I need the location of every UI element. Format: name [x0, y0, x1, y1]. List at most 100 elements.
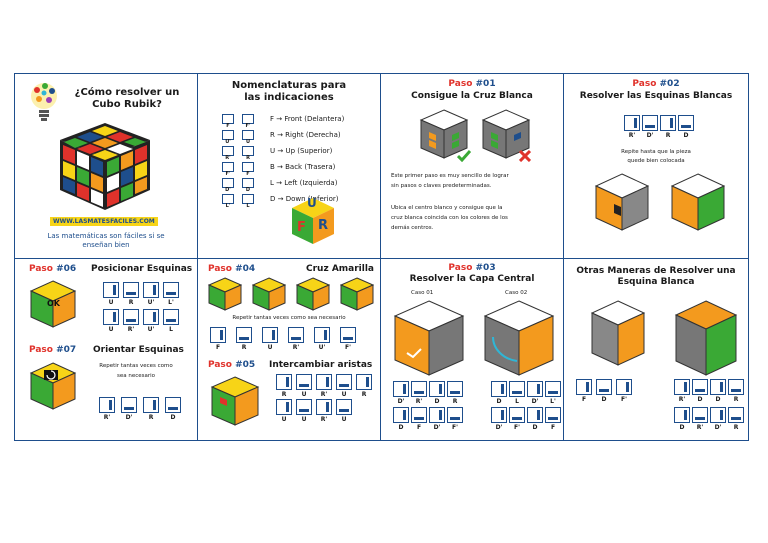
- move-arrow-icon: [99, 397, 115, 413]
- move-label: U': [225, 139, 231, 145]
- divider: [197, 74, 198, 440]
- step-03-label: Paso #03: [448, 263, 496, 273]
- move-label: R': [127, 326, 135, 333]
- move-label: D: [532, 424, 538, 431]
- step-01-text2-line2: cruz blanca coincida con los colores de …: [391, 215, 508, 221]
- other-way-cube-b: [674, 300, 738, 376]
- move-label: D': [531, 398, 539, 405]
- move-arrow-icon: [314, 327, 330, 343]
- move-label: L: [246, 203, 250, 209]
- move-arrow-icon: [222, 146, 234, 156]
- move-arrow-icon: [316, 399, 332, 415]
- yellow-cross-cube: [252, 277, 286, 311]
- step-06-subtitle: Posicionar Esquinas: [91, 264, 193, 274]
- swap-edges-cube: [210, 376, 260, 426]
- tagline-line1: Las matemáticas son fáciles si se: [47, 232, 165, 240]
- move-label: D': [225, 187, 231, 193]
- move-label: D: [398, 424, 404, 431]
- tagline-line2: enseñan bien: [82, 241, 130, 249]
- move-arrow-icon: [692, 379, 708, 395]
- nomenclature-item: F → Front (Delantera): [270, 115, 345, 123]
- move-label: D: [601, 396, 607, 403]
- step-07-subtitle: Orientar Esquinas: [93, 345, 184, 355]
- step-06-label: Paso #06: [29, 264, 77, 274]
- move-label: F': [245, 123, 251, 129]
- move-label: R: [246, 155, 250, 161]
- move-arrow-icon: [242, 178, 254, 188]
- move-arrow-icon: [509, 407, 525, 423]
- move-label: D: [170, 414, 176, 421]
- nomenclature-item: L → Left (Izquierda): [270, 179, 338, 187]
- corner-cube-after: [670, 173, 726, 231]
- other-way-cube-a: [590, 300, 646, 366]
- move-label: L': [168, 299, 174, 306]
- nomenclature-title-line1: Nomenclaturas para: [231, 80, 347, 91]
- rubik-cube-icon: [60, 123, 150, 210]
- move-arrow-icon: [242, 130, 254, 140]
- move-arrow-icon: [616, 379, 632, 395]
- move-arrow-icon: [103, 282, 119, 298]
- intro-title-line1: ¿Cómo resolver un: [74, 87, 180, 98]
- move-label: D: [245, 187, 251, 193]
- move-label: U: [341, 416, 347, 423]
- move-arrow-icon: [143, 397, 159, 413]
- move-label: F: [581, 396, 587, 403]
- move-label: U: [281, 416, 287, 423]
- other-ways-title-line2: Esquina Blanca: [617, 277, 695, 287]
- instruction-sheet: ¿Cómo resolver un Cubo Rubik?: [14, 73, 749, 441]
- step-05-label: Paso #05: [208, 360, 256, 370]
- move-arrow-icon: [491, 407, 507, 423]
- move-arrow-icon: [262, 327, 278, 343]
- move-label: D': [646, 132, 654, 139]
- step-03-subtitle: Resolver la Capa Central: [409, 274, 535, 284]
- divider: [563, 74, 564, 440]
- step-04-05-section: Paso #04 Cruz Amarilla Repetir tantas ve…: [198, 259, 380, 440]
- move-label: F: [246, 171, 250, 177]
- move-label: U: [301, 391, 307, 398]
- move-label: R': [696, 424, 704, 431]
- cross-icon: [519, 150, 531, 162]
- intro-section: ¿Cómo resolver un Cubo Rubik?: [15, 74, 197, 258]
- move-label: U': [147, 299, 155, 306]
- move-arrow-icon: [692, 407, 708, 423]
- move-arrow-icon: [660, 115, 676, 131]
- move-label: F: [226, 123, 230, 129]
- move-label: F': [514, 424, 520, 431]
- move-label: F: [215, 344, 221, 351]
- move-label: D: [434, 398, 440, 405]
- step-04-label: Paso #04: [208, 264, 256, 274]
- move-label: F: [416, 424, 422, 431]
- move-label: U': [147, 326, 155, 333]
- divider: [380, 74, 381, 440]
- other-ways-section: Otras Maneras de Resolver una Esquina Bl…: [564, 259, 748, 440]
- move-label: R': [678, 396, 686, 403]
- step-01-label: Paso #01: [448, 79, 496, 89]
- move-arrow-icon: [242, 114, 254, 124]
- move-arrow-icon: [710, 407, 726, 423]
- move-label: D: [715, 396, 721, 403]
- move-arrow-icon: [242, 146, 254, 156]
- orient-corner-cube: [29, 362, 77, 410]
- move-arrow-icon: [123, 309, 139, 325]
- corner-cube-before: [594, 173, 650, 231]
- move-arrow-icon: [576, 379, 592, 395]
- move-label: L: [169, 326, 173, 333]
- move-arrow-icon: [165, 397, 181, 413]
- ok-label: OK: [47, 299, 60, 308]
- move-label: R: [361, 391, 367, 398]
- move-label: U: [341, 391, 347, 398]
- move-label: D': [125, 414, 133, 421]
- move-label: R': [225, 155, 231, 161]
- case-01-label: Caso 01: [411, 290, 434, 296]
- move-arrow-icon: [710, 379, 726, 395]
- move-arrow-icon: [447, 381, 463, 397]
- intro-title-line2: Cubo Rubik?: [92, 99, 162, 110]
- move-arrow-icon: [340, 327, 356, 343]
- move-arrow-icon: [728, 379, 744, 395]
- step-02-subtitle: Resolver las Esquinas Blancas: [579, 91, 733, 101]
- move-arrow-icon: [222, 194, 234, 204]
- yellow-cross-cube: [296, 277, 330, 311]
- case-02-label: Caso 02: [505, 290, 528, 296]
- move-label: R: [128, 299, 134, 306]
